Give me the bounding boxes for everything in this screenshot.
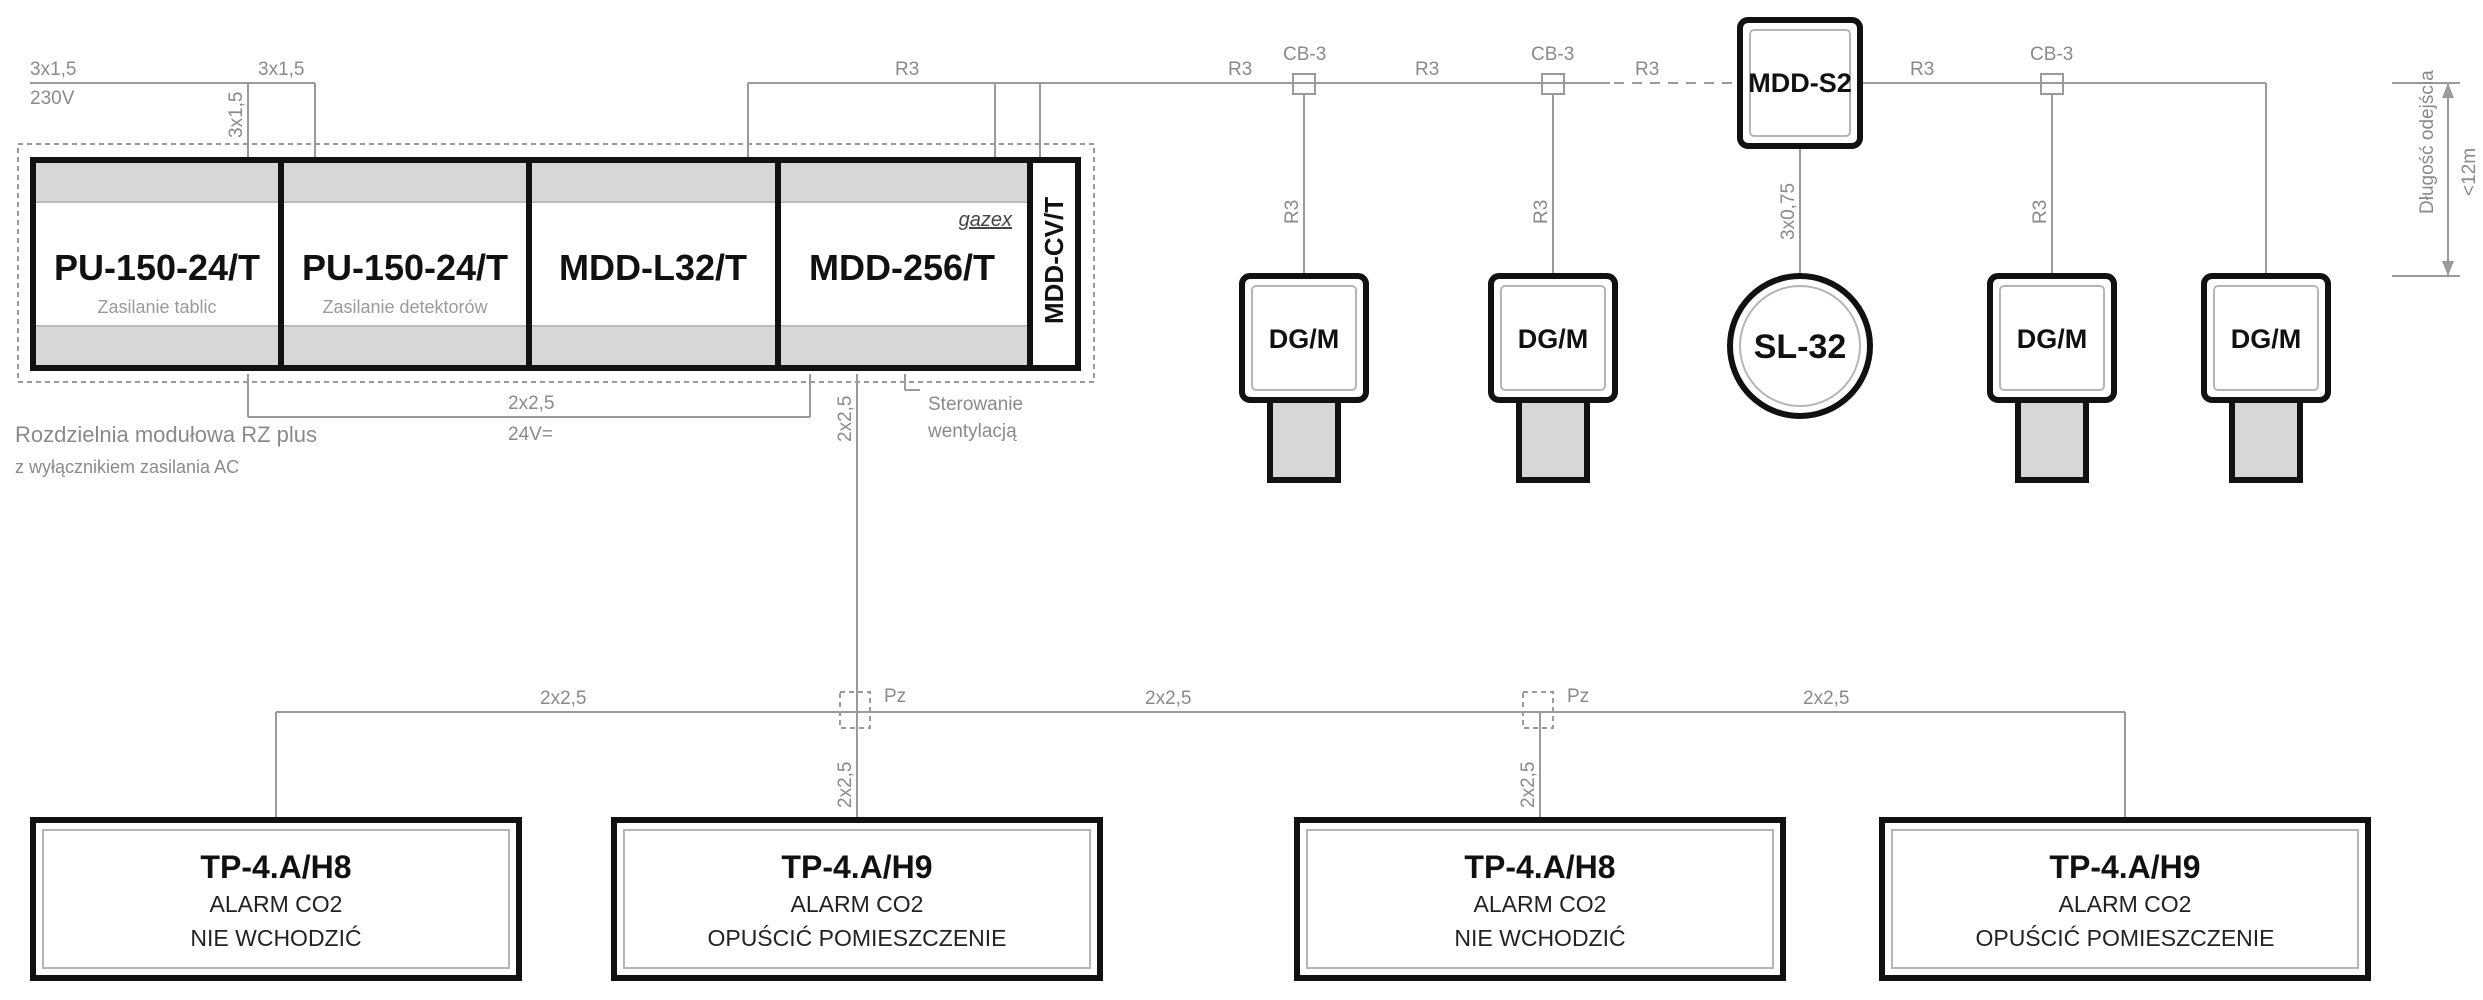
branch-cable-label-2: 2x2,5	[1145, 688, 1191, 709]
rack-module-mdd-256: MDD-256/T gazex	[809, 209, 1013, 288]
panel-line-2: OPUŚCIĆ POMIESZCZENIE	[1975, 924, 2274, 951]
length-value-label: <12m	[2459, 148, 2480, 196]
supply-cable-vertical-label: 3x1,5	[226, 92, 247, 138]
ventilation-label: Sterowanie	[928, 394, 1023, 415]
panel-line-1: ALARM CO2	[2059, 891, 2192, 917]
dc-voltage-label: 24V=	[508, 424, 553, 445]
panel-model: TP-4.A/H8	[200, 849, 351, 885]
pz-label-1: Pz	[884, 686, 906, 707]
panel-drop-label-3: 2x2,5	[1518, 762, 1539, 808]
module-name: PU-150-24/T	[302, 247, 508, 288]
rack-band-top	[33, 160, 1078, 202]
detector-4: DG/M	[2201, 273, 2331, 483]
panel-model: TP-4.A/H8	[1464, 849, 1615, 885]
detector-label: DG/M	[2017, 324, 2088, 354]
sl-32-signaller: SL-32	[1727, 273, 1873, 419]
alarm-panel-4: TP-4.A/H9 ALARM CO2 OPUŚCIĆ POMIESZCZENI…	[1879, 817, 2371, 981]
branch-cable-label-3: 2x2,5	[1803, 688, 1849, 709]
panel-line-1: ALARM CO2	[791, 891, 924, 917]
rack-module-pu-1: PU-150-24/T Zasilanie tablic	[54, 247, 260, 317]
panel-line-2: OPUŚCIĆ POMIESZCZENIE	[707, 924, 1006, 951]
ventilation-label-2: wentylacją	[927, 421, 1017, 442]
panel-model: TP-4.A/H9	[2049, 849, 2200, 885]
mdd-s2-label: MDD-S2	[1748, 68, 1852, 98]
detector-3: DG/M	[1987, 273, 2117, 483]
cb3-label-3: CB-3	[2030, 44, 2073, 65]
module-name: PU-150-24/T	[54, 247, 260, 288]
supply-voltage-label: 230V	[30, 88, 75, 109]
module-name: MDD-CV/T	[1039, 197, 1069, 324]
mdd-s2-module: MDD-S2	[1737, 17, 1863, 149]
detector-label: DG/M	[1269, 324, 1340, 354]
trunk-cable-label: 2x2,5	[835, 396, 856, 442]
alarm-panel-2: TP-4.A/H9 ALARM CO2 OPUŚCIĆ POMIESZCZENI…	[611, 817, 1103, 981]
sl-32-label: SL-32	[1754, 328, 1847, 366]
cb3-label-1: CB-3	[1283, 44, 1326, 65]
detector-sensor-head	[1516, 397, 1590, 483]
dimension-arrow-top	[2442, 83, 2454, 98]
drop-label-3: R3	[2030, 200, 2051, 224]
panel-line-2: NIE WCHODZIĆ	[1454, 925, 1625, 951]
detector-label: DG/M	[2231, 324, 2302, 354]
supply-cable-label: 3x1,5	[30, 59, 76, 80]
bus-label-1: R3	[895, 59, 919, 80]
panel-line-1: ALARM CO2	[210, 891, 343, 917]
rack-band-bottom	[33, 326, 1078, 368]
detector-sensor-head	[2015, 397, 2089, 483]
detector-sensor-head	[1267, 397, 1341, 483]
detector-1: DG/M	[1239, 273, 1369, 483]
brand-label: gazex	[959, 209, 1013, 231]
pz-box-1	[839, 691, 871, 729]
detector-label: DG/M	[1518, 324, 1589, 354]
cb3-label-2: CB-3	[1531, 44, 1574, 65]
pz-label-2: Pz	[1567, 686, 1589, 707]
sl-cable-label: 3x0,75	[1778, 183, 1799, 240]
branch-cable-label-1: 2x2,5	[540, 688, 586, 709]
rack-caption-sub: z wyłącznikiem zasilania AC	[15, 457, 239, 477]
module-name: MDD-256/T	[809, 247, 995, 288]
rack-module-mdd-l32: MDD-L32/T	[559, 247, 747, 288]
dc-cable-label: 2x2,5	[508, 393, 554, 414]
wire-labels: 3x1,5 230V 3x1,5 3x1,5 R3 R3 R3 R3 R3 CB…	[30, 44, 2480, 808]
bus-label-2: R3	[1228, 59, 1252, 80]
pz-box-2	[1522, 691, 1554, 729]
module-name: MDD-L32/T	[559, 247, 747, 288]
supply-cable-label-2: 3x1,5	[258, 59, 304, 80]
alarm-panel-1: TP-4.A/H8 ALARM CO2 NIE WCHODZIĆ	[30, 817, 522, 981]
drop-label-1: R3	[1282, 200, 1303, 224]
panel-model: TP-4.A/H9	[781, 849, 932, 885]
panel-line-1: ALARM CO2	[1474, 891, 1607, 917]
dimension-arrow-bottom	[2442, 261, 2454, 276]
panel-drop-label-2: 2x2,5	[835, 762, 856, 808]
rack-caption: Rozdzielnia modułowa RZ plus	[15, 422, 317, 447]
rack: Rozdzielnia modułowa RZ plus z wyłącznik…	[15, 143, 1095, 477]
bus-label-5: R3	[1910, 59, 1934, 80]
detector-2: DG/M	[1488, 273, 1618, 483]
module-sub: Zasilanie tablic	[97, 297, 216, 317]
panel-line-2: NIE WCHODZIĆ	[190, 925, 361, 951]
bus-label-3: R3	[1415, 59, 1439, 80]
alarm-panel-3: TP-4.A/H8 ALARM CO2 NIE WCHODZIĆ	[1294, 817, 1786, 981]
wires	[30, 73, 2460, 820]
length-title-label: Długość odejścia	[2417, 70, 2438, 214]
detector-sensor-head	[2229, 397, 2303, 483]
rack-module-mdd-cv: MDD-CV/T	[1039, 197, 1069, 324]
rack-module-pu-2: PU-150-24/T Zasilanie detektorów	[302, 247, 508, 317]
bus-label-4: R3	[1635, 59, 1659, 80]
drop-label-2: R3	[1531, 200, 1552, 224]
rack-outline	[30, 157, 1081, 371]
module-sub: Zasilanie detektorów	[322, 297, 488, 317]
